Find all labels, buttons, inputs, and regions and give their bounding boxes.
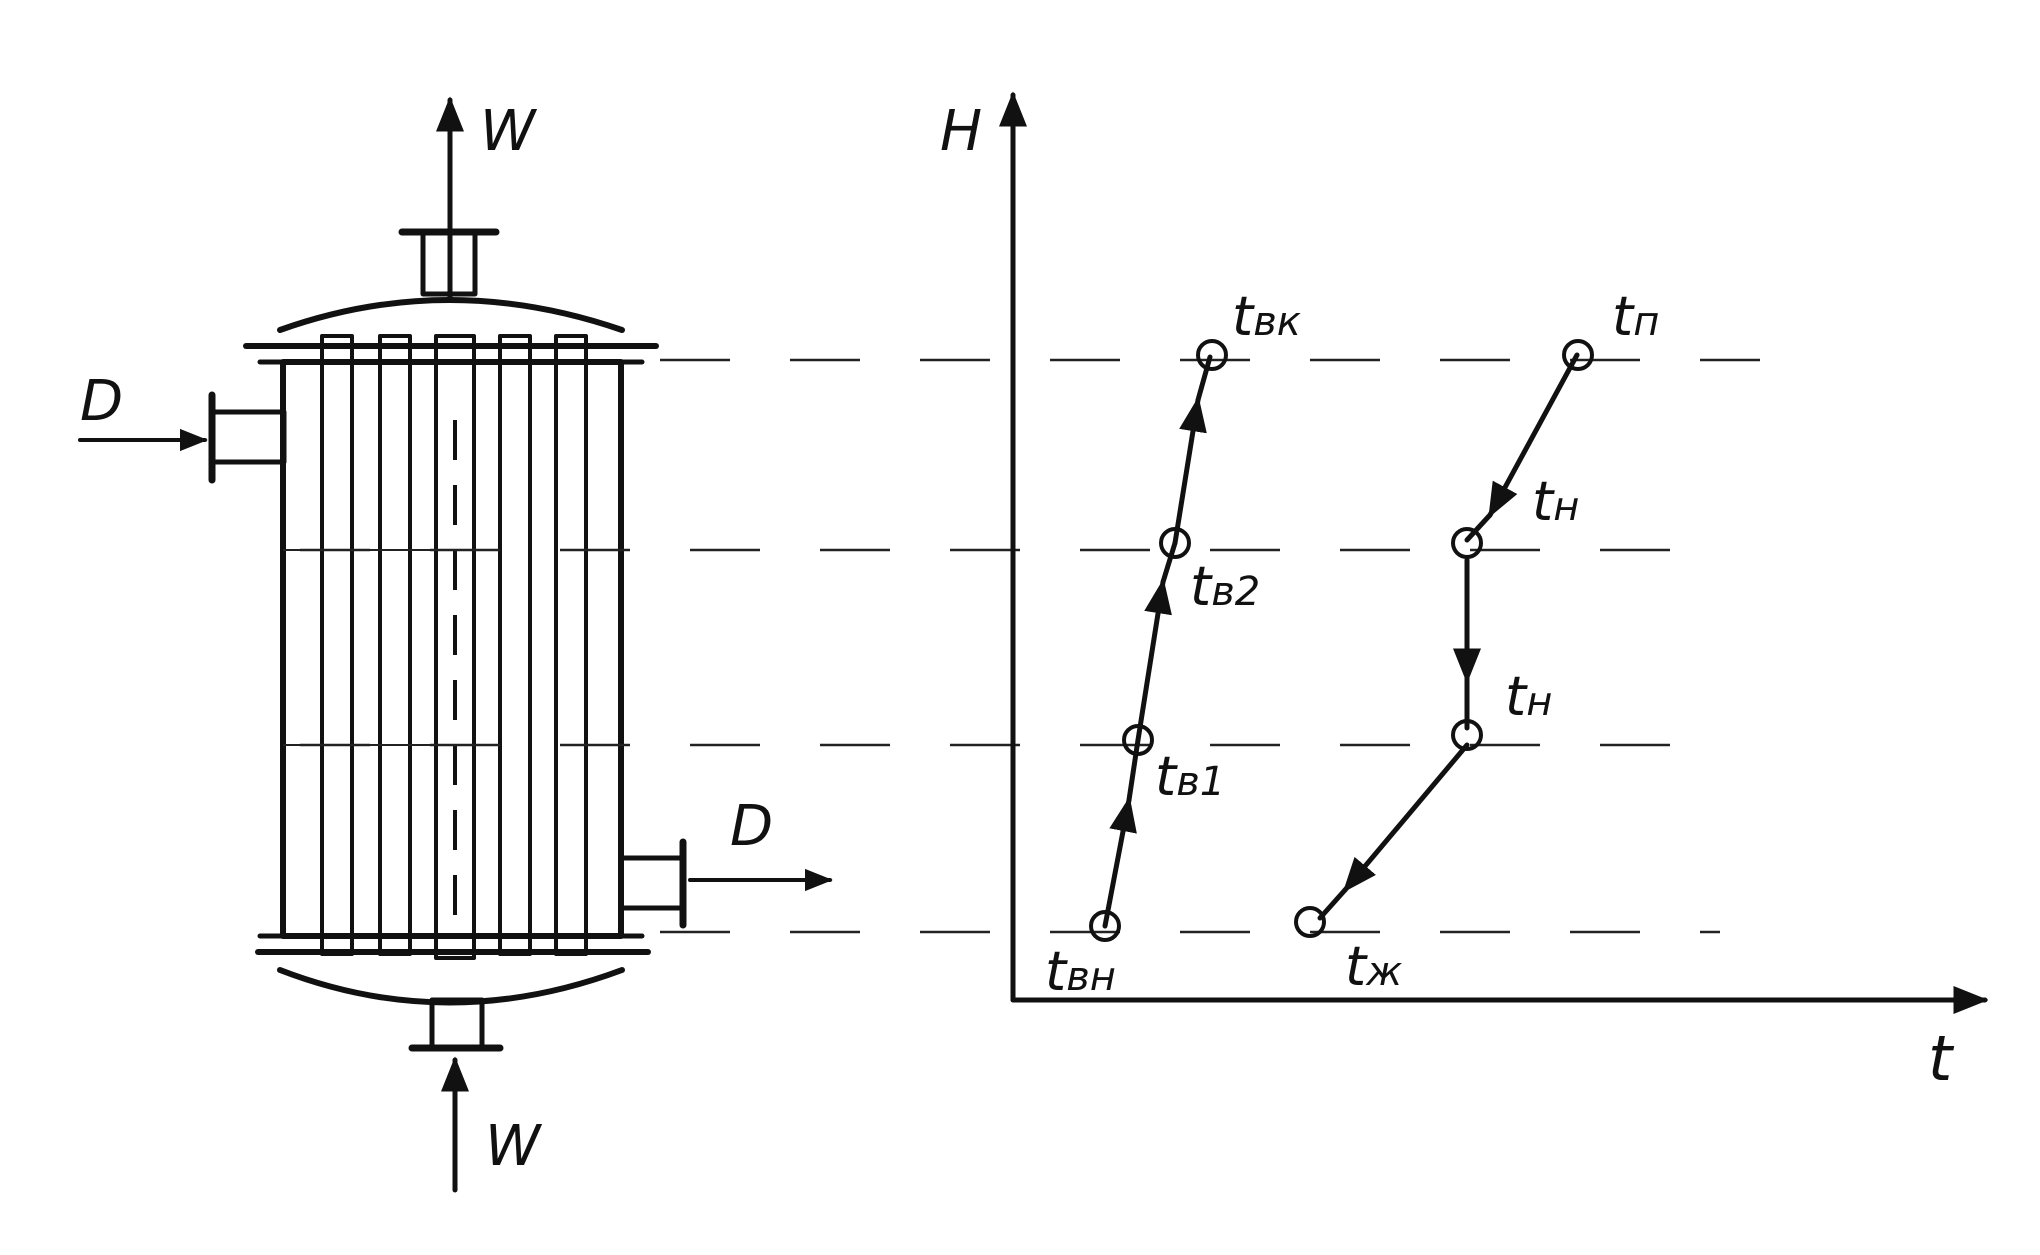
point-t-n-lower	[1451, 719, 1483, 751]
water-segment-2	[1135, 578, 1172, 743]
point-t-n-upper	[1451, 527, 1483, 559]
water-segment-3	[1172, 396, 1207, 546]
steam-segment-3b	[1317, 887, 1348, 921]
steam-segment-3	[1342, 742, 1470, 893]
label-t-n-lower: tн	[1505, 665, 1552, 728]
x-axis-label: t	[1928, 1022, 1955, 1095]
tube	[434, 334, 476, 960]
label-t-v2: tв2	[1190, 555, 1260, 618]
water-segment-1	[1102, 796, 1137, 929]
label-t-vn: tвн	[1045, 940, 1116, 1003]
water-segment-3b	[1195, 354, 1213, 403]
label-t-vk: tвк	[1232, 285, 1301, 348]
label-t-v1: tв1	[1155, 745, 1225, 808]
temperature-height-graph: H t tвн tв1 tв2 tвк tп tн tн tж	[940, 91, 1989, 1095]
level-lines	[283, 358, 1760, 934]
point-t-v1	[1122, 724, 1154, 756]
tube	[498, 334, 532, 956]
point-t-vk	[1196, 339, 1228, 371]
steam-segment-1	[1487, 352, 1580, 519]
condensate-outlet-nozzle	[618, 855, 686, 911]
y-axis-label: H	[940, 99, 982, 164]
top-head	[277, 297, 625, 333]
exchanger-shell	[280, 359, 624, 939]
steam-segment-1b	[1464, 512, 1493, 543]
label-t-p: tп	[1612, 285, 1659, 348]
point-t-zh	[1294, 906, 1326, 938]
w-bottom-label: W	[485, 1114, 543, 1179]
tube	[554, 334, 588, 956]
tube	[320, 334, 354, 956]
point-t-v2	[1159, 527, 1191, 559]
water-segment-1b	[1126, 737, 1141, 803]
tube	[378, 334, 412, 956]
point-t-vn	[1089, 910, 1121, 942]
d-in-label: D	[80, 369, 123, 434]
w-top-label: W	[480, 99, 538, 164]
label-t-zh: tж	[1345, 935, 1402, 998]
point-t-p	[1562, 339, 1594, 371]
water-segment-2b	[1160, 540, 1178, 585]
tube-bundle	[320, 334, 588, 960]
d-out-label: D	[730, 794, 773, 859]
label-t-n-upper: tн	[1532, 470, 1579, 533]
steam-inlet-nozzle	[209, 409, 287, 465]
bottom-nozzle	[429, 997, 485, 1051]
heat-exchanger: W W D D	[78, 96, 833, 1193]
